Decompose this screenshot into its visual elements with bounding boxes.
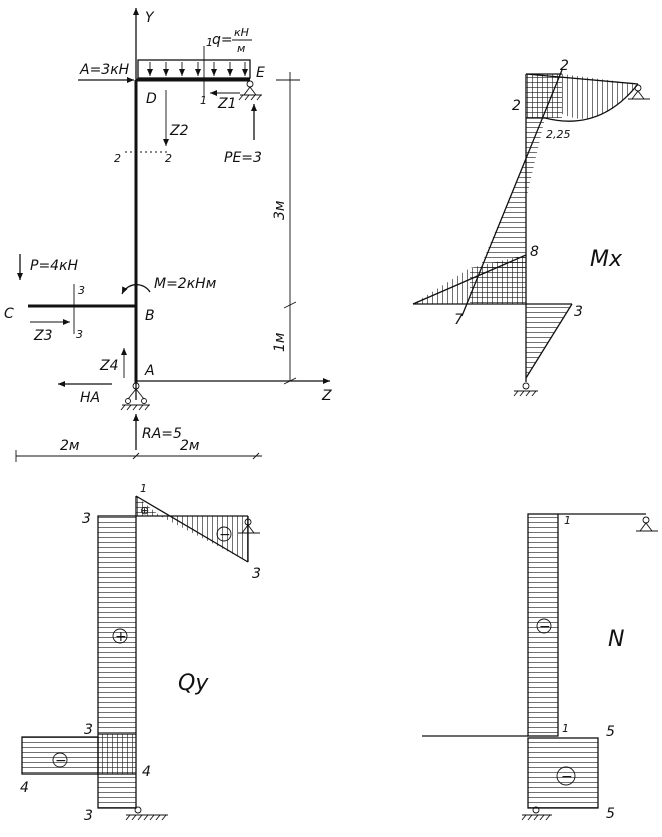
n-column-upper-outline <box>527 513 559 737</box>
mx-mid-grid-region <box>470 255 526 304</box>
point-b-label: B <box>145 308 155 324</box>
q-load-arrows <box>147 62 248 76</box>
force-a-label: A=3кН <box>79 62 130 78</box>
qy-cantilever-region <box>22 737 98 774</box>
reaction-ha-label: HA <box>80 390 100 406</box>
qy-value-1: 1 <box>140 482 147 495</box>
n-column-lower-region <box>528 738 598 808</box>
z4-label: Z4 <box>99 358 119 374</box>
qy-roller-support <box>238 518 260 534</box>
dimension-right-2m-label: 2м <box>180 438 200 454</box>
q-units-denominator: м <box>237 42 245 55</box>
distributed-load-q <box>137 59 251 79</box>
mx-value-2-25: 2,25 <box>546 128 571 141</box>
point-d-label: D <box>146 91 157 107</box>
mx-value-3: 3 <box>574 304 583 320</box>
mx-cantilever-triangle <box>413 268 470 304</box>
qy-column-outline <box>97 515 137 809</box>
mx-column-triangle-upper <box>526 118 545 200</box>
section-3-top-label: 3 <box>78 284 85 297</box>
z1-label: Z1 <box>217 96 237 112</box>
qy-sign-plus: + <box>115 629 127 645</box>
mx-diagram: Mx 2 <box>412 58 650 397</box>
qy-title: Qy <box>178 671 209 696</box>
y-axis-label: Y <box>145 10 155 26</box>
n-value-5-top: 5 <box>606 724 615 740</box>
mx-value-7: 7 <box>454 312 463 328</box>
n-sign-minus-bottom: − <box>561 769 573 785</box>
q-units-numerator: кН <box>234 26 249 39</box>
n-column-upper-region <box>528 514 558 736</box>
qy-value-bottom-3: 3 <box>84 808 93 824</box>
qy-value-mid-3: 3 <box>84 722 93 738</box>
mx-value-left-2: 2 <box>512 98 521 114</box>
moment-m-label: M=2кНм <box>154 276 217 292</box>
point-e-label: E <box>256 65 265 81</box>
pin-support-a <box>120 382 150 411</box>
n-roller-support <box>636 516 658 532</box>
qy-sign-minus-left: − <box>55 753 67 769</box>
qy-sign-minus-right: − <box>219 527 231 543</box>
n-diagram: N 1 1 5 5 − − <box>422 513 658 822</box>
mx-title: Mx <box>590 247 623 272</box>
section-1-right-label: 1 <box>206 36 213 49</box>
n-sign-minus-top: − <box>539 619 551 635</box>
qy-pin-support <box>125 806 168 821</box>
qy-sign-plus-small: ⊕ <box>140 504 149 517</box>
n-column-lower-outline <box>527 737 599 809</box>
dimension-1m-label: 1м <box>272 332 288 352</box>
dimension-3m-label: 3м <box>272 200 288 220</box>
qy-column-lower-region <box>98 774 136 808</box>
section-3-bottom-label: 3 <box>76 328 83 341</box>
qy-value-left-4: 4 <box>20 780 29 796</box>
n-sign-minus-top-circle <box>536 618 552 634</box>
mx-beam-axis <box>525 73 639 85</box>
z3-label: Z3 <box>33 328 53 344</box>
mx-top-region-grid <box>526 74 562 118</box>
qy-beam-triangle <box>160 516 248 562</box>
n-title: N <box>608 627 624 652</box>
mx-pin-support <box>513 382 538 397</box>
dimension-left-2m-label: 2м <box>60 438 80 454</box>
mx-parabola-region <box>562 74 638 119</box>
mx-cantilever-line <box>412 254 527 305</box>
n-sign-minus-bottom-circle <box>556 766 576 786</box>
qy-diagram: Qy 3 1 <box>20 482 261 824</box>
qy-value-top-left-3: 3 <box>82 511 91 527</box>
section-2-left-label: 2 <box>114 152 121 165</box>
qy-column-grid-region <box>98 734 136 774</box>
qy-value-right-4: 4 <box>142 764 151 780</box>
section-1-left-label: 1 <box>200 94 207 107</box>
mx-value-8: 8 <box>530 244 539 260</box>
reaction-ra-label: RA=5 <box>142 426 182 442</box>
n-value-1-top: 1 <box>564 514 571 527</box>
moment-m-arc <box>121 284 151 295</box>
z-axis-label: Z <box>321 388 332 404</box>
mx-value-top-2: 2 <box>560 58 569 74</box>
mx-parabola-curve <box>544 83 639 122</box>
qy-cantilever-outline <box>21 736 99 775</box>
qy-column-region <box>98 516 136 734</box>
qy-sign-minus-left-circle <box>52 752 68 768</box>
point-a-label: A <box>144 363 155 379</box>
qy-beam-slope <box>135 495 249 563</box>
q-label: q= <box>212 32 233 48</box>
qy-beam-small-triangle <box>136 496 160 516</box>
n-value-1-mid: 1 <box>562 722 569 735</box>
n-pin-support <box>521 806 552 821</box>
qy-sign-plus-circle <box>112 628 128 644</box>
frame-diagram: Y Z q= кН м A=3кН D E <box>4 8 332 462</box>
mx-right-hyp <box>525 303 573 379</box>
point-c-label: C <box>4 306 14 322</box>
qy-sign-minus-right-circle <box>216 526 232 542</box>
roller-support-e <box>238 80 262 101</box>
force-p-label: P=4кН <box>30 258 79 274</box>
mx-roller-support <box>628 84 650 100</box>
section-2-right-label: 2 <box>165 152 172 165</box>
z2-label: Z2 <box>169 123 189 139</box>
qy-value-right-3: 3 <box>252 566 261 582</box>
n-value-5-bottom: 5 <box>606 806 615 822</box>
reaction-pe-label: PE=3 <box>224 150 262 166</box>
